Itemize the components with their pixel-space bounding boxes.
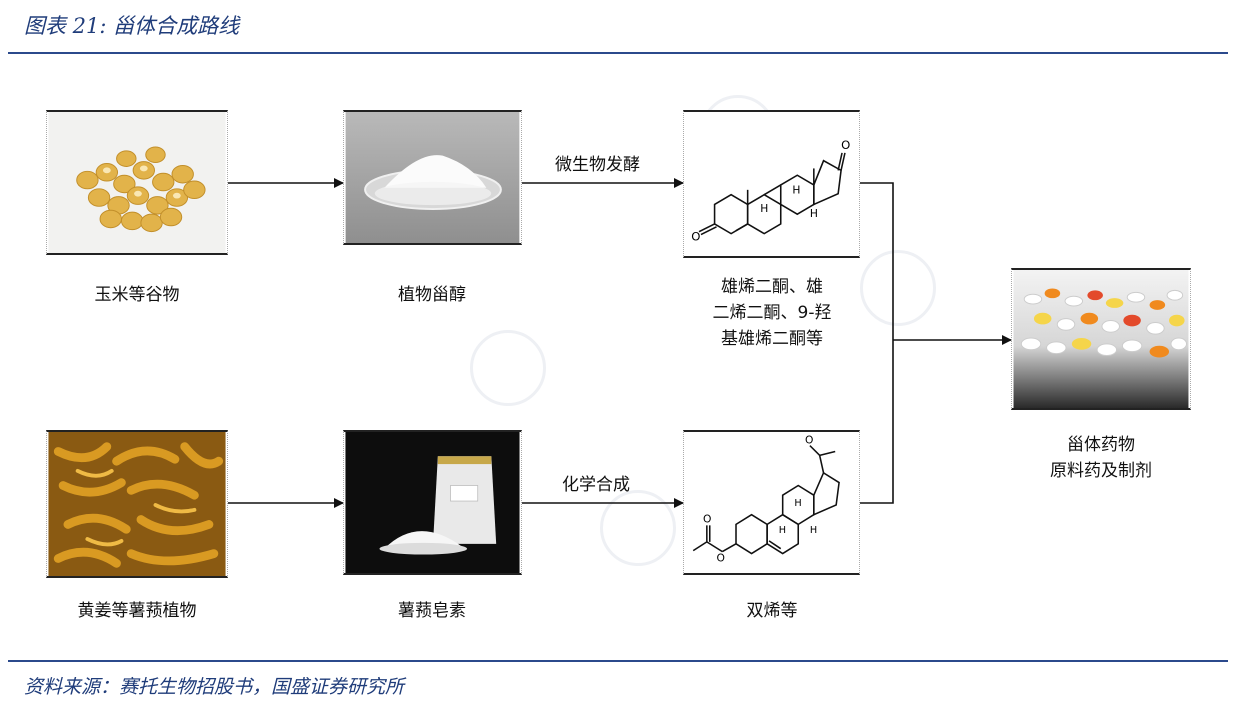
node-corn-image — [46, 110, 228, 255]
svg-text:H: H — [779, 525, 786, 536]
node-phytosterol-image — [343, 110, 522, 245]
node-yam-plant-image — [46, 430, 228, 578]
label-line: 基雄烯二酮等 — [721, 329, 823, 349]
figure-title: 图表 21: 甾体合成路线 — [24, 14, 240, 38]
steroid-structure-icon: O O H H H — [685, 112, 858, 256]
node-phytosterol-label: 植物甾醇 — [398, 285, 466, 305]
svg-text:O: O — [805, 434, 813, 447]
edge-label-chemical: 化学合成 — [562, 475, 630, 495]
corn-kernels-icon — [48, 112, 226, 253]
svg-text:H: H — [810, 207, 818, 220]
edge-label-microbial: 微生物发酵 — [555, 155, 640, 175]
svg-text:H: H — [792, 184, 800, 197]
label-line: 原料药及制剂 — [1050, 461, 1152, 481]
dried-turmeric-roots-icon — [48, 432, 226, 576]
node-androstenedione-image: O O H H H — [683, 110, 860, 258]
node-diene-label: 双烯等 — [746, 601, 798, 621]
label-line: 二烯二酮、9-羟 — [712, 303, 832, 323]
edge-merge-bracket — [860, 182, 894, 504]
node-diene-image: O O O H H H — [683, 430, 860, 575]
powder-bag-icon — [345, 432, 520, 573]
node-corn-label: 玉米等谷物 — [94, 285, 180, 305]
node-yam-plant-label: 黄姜等薯蓣植物 — [77, 601, 197, 621]
pills-icon — [1013, 270, 1189, 408]
label-line: 甾体药物 — [1067, 435, 1135, 455]
node-steroid-drugs-image — [1011, 268, 1191, 410]
svg-text:O: O — [703, 512, 711, 525]
source-note: 资料来源：赛托生物招股书，国盛证券研究所 — [24, 676, 405, 698]
node-diosgenin-label: 薯蓣皂素 — [398, 601, 466, 621]
svg-text:H: H — [810, 525, 817, 536]
svg-text:H: H — [760, 202, 768, 215]
node-steroid-drugs-label: 甾体药物 原料药及制剂 — [1000, 432, 1202, 484]
top-rule — [8, 52, 1228, 54]
svg-text:H: H — [794, 498, 801, 509]
white-powder-dish-icon — [345, 112, 520, 243]
svg-text:O: O — [691, 229, 700, 243]
svg-text:O: O — [841, 138, 850, 152]
steroid-acetate-structure-icon: O O O H H H — [685, 432, 858, 573]
node-androstenedione-label: 雄烯二酮、雄 二烯二酮、9-羟 基雄烯二酮等 — [672, 274, 872, 352]
label-line: 雄烯二酮、雄 — [721, 277, 823, 297]
node-diosgenin-image — [343, 430, 522, 575]
bottom-rule — [8, 660, 1228, 662]
svg-text:O: O — [717, 551, 725, 564]
